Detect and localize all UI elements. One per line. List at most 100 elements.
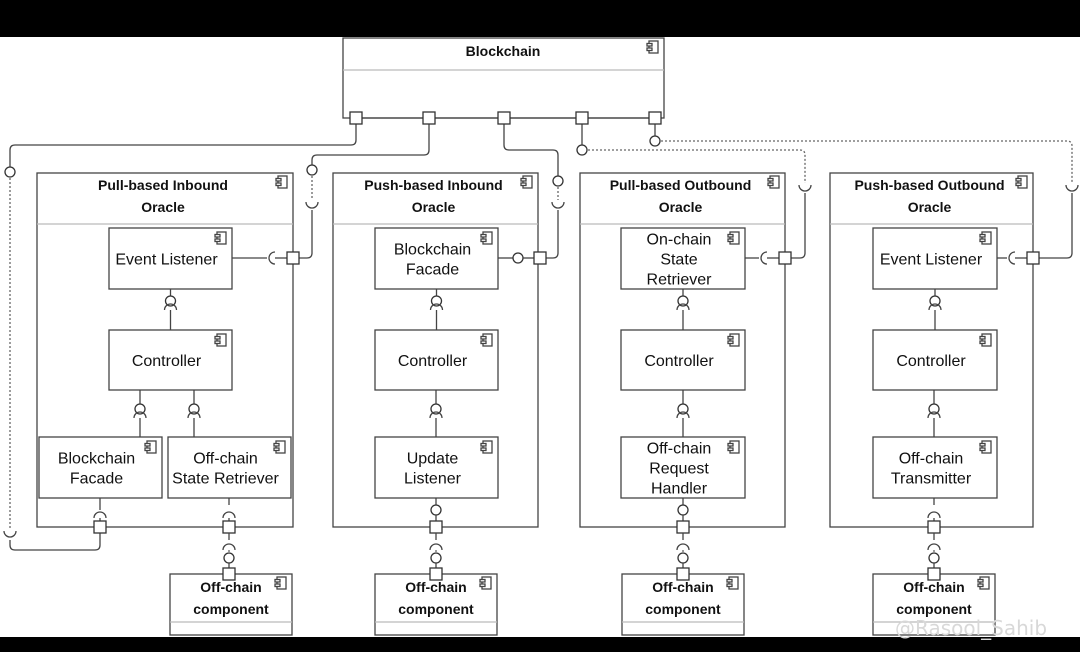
- icon-body: [979, 576, 990, 590]
- icon-tab: [977, 583, 984, 588]
- inner-component: [872, 329, 998, 391]
- icon-tab: [479, 583, 486, 588]
- component-icon: [646, 40, 659, 54]
- icon-body: [729, 440, 740, 454]
- icon-tab: [646, 42, 653, 47]
- component-icon: [273, 440, 286, 454]
- port: [778, 251, 792, 265]
- inner-component: [374, 227, 499, 290]
- component-label: Facade: [406, 262, 459, 279]
- icon-body: [275, 440, 286, 454]
- offchain-title: Off-chain: [200, 579, 261, 595]
- required-interface-socket: [928, 303, 942, 311]
- icon-body: [522, 175, 533, 189]
- connector-line: [1039, 193, 1073, 259]
- required-interface-socket: [187, 411, 201, 419]
- connector-line: [9, 533, 101, 551]
- icon-tab: [214, 238, 221, 243]
- port: [93, 520, 107, 534]
- connector-line: [791, 193, 806, 259]
- required-interface-socket: [3, 530, 17, 538]
- oracle-title: Push-based Outbound: [854, 177, 1004, 193]
- provided-interface-ball: [677, 295, 689, 307]
- component-icon: [144, 440, 157, 454]
- component-icon: [479, 576, 492, 590]
- port: [1026, 251, 1040, 265]
- required-interface-socket: [429, 303, 444, 311]
- provided-interface-ball: [164, 295, 177, 307]
- port: [222, 520, 236, 534]
- component-icon: [727, 333, 740, 347]
- icon-body: [981, 440, 992, 454]
- required-interface-socket: [222, 543, 236, 551]
- port: [575, 111, 589, 125]
- icon-tab: [274, 583, 281, 588]
- offchain-component: [169, 573, 293, 636]
- port: [422, 111, 436, 125]
- provided-interface-ball: [929, 295, 941, 307]
- component-icon: [726, 576, 739, 590]
- icon-body: [276, 576, 287, 590]
- component-icon: [1015, 175, 1028, 189]
- component-label: State: [660, 252, 697, 269]
- component-label: Update: [407, 451, 459, 468]
- component-label: Event Listener: [880, 252, 983, 269]
- required-interface-socket: [798, 184, 812, 192]
- icon-tab: [144, 447, 151, 452]
- inner-component: [167, 436, 292, 499]
- oracle-title: Push-based Inbound: [364, 177, 502, 193]
- provided-interface-ball: [552, 175, 564, 187]
- icon-body: [277, 175, 288, 189]
- connector-line: [311, 124, 430, 165]
- icon-body: [146, 440, 157, 454]
- icon-body: [981, 231, 992, 245]
- icon-tab: [767, 177, 774, 182]
- port: [676, 520, 690, 534]
- icon-tab: [273, 442, 280, 447]
- icon-tab: [480, 335, 487, 340]
- port: [533, 251, 547, 265]
- component-icon: [520, 175, 533, 189]
- port: [349, 111, 363, 125]
- component-label: Transmitter: [891, 471, 972, 488]
- component-label: Controller: [132, 353, 202, 370]
- icon-body: [981, 333, 992, 347]
- icon-tab: [979, 340, 986, 345]
- port: [927, 520, 941, 534]
- component-icon: [214, 333, 227, 347]
- port: [222, 567, 236, 581]
- icon-tab: [726, 578, 733, 583]
- required-interface-socket: [305, 201, 319, 209]
- required-interface-socket: [927, 511, 941, 519]
- component-label: Controller: [896, 353, 966, 370]
- port: [286, 251, 300, 265]
- required-interface-socket: [429, 411, 443, 419]
- oracle-title: Oracle: [141, 199, 185, 215]
- provided-interface-ball: [430, 295, 443, 307]
- icon-body: [216, 231, 227, 245]
- oracle-title: Pull-based Inbound: [98, 177, 228, 193]
- component-icon: [979, 333, 992, 347]
- required-interface-socket: [268, 251, 276, 265]
- offchain-component: [872, 573, 996, 636]
- required-interface-socket: [927, 411, 941, 419]
- inner-component: [108, 329, 233, 391]
- icon-tab: [480, 233, 487, 238]
- required-interface-socket: [1008, 251, 1016, 265]
- icon-body: [216, 333, 227, 347]
- required-interface-socket: [551, 201, 565, 209]
- required-interface-socket: [93, 511, 107, 519]
- icon-tab: [480, 447, 487, 452]
- offchain-component: [374, 573, 498, 636]
- oracle-title: Oracle: [659, 199, 703, 215]
- icon-body: [482, 231, 493, 245]
- oracle-title: Oracle: [908, 199, 952, 215]
- icon-tab: [214, 335, 221, 340]
- required-interface-socket: [133, 411, 147, 419]
- icon-body: [729, 231, 740, 245]
- component-label: Request: [649, 461, 709, 478]
- port: [648, 111, 662, 125]
- icon-tab: [979, 335, 986, 340]
- connector-line: [299, 210, 313, 259]
- port: [429, 567, 443, 581]
